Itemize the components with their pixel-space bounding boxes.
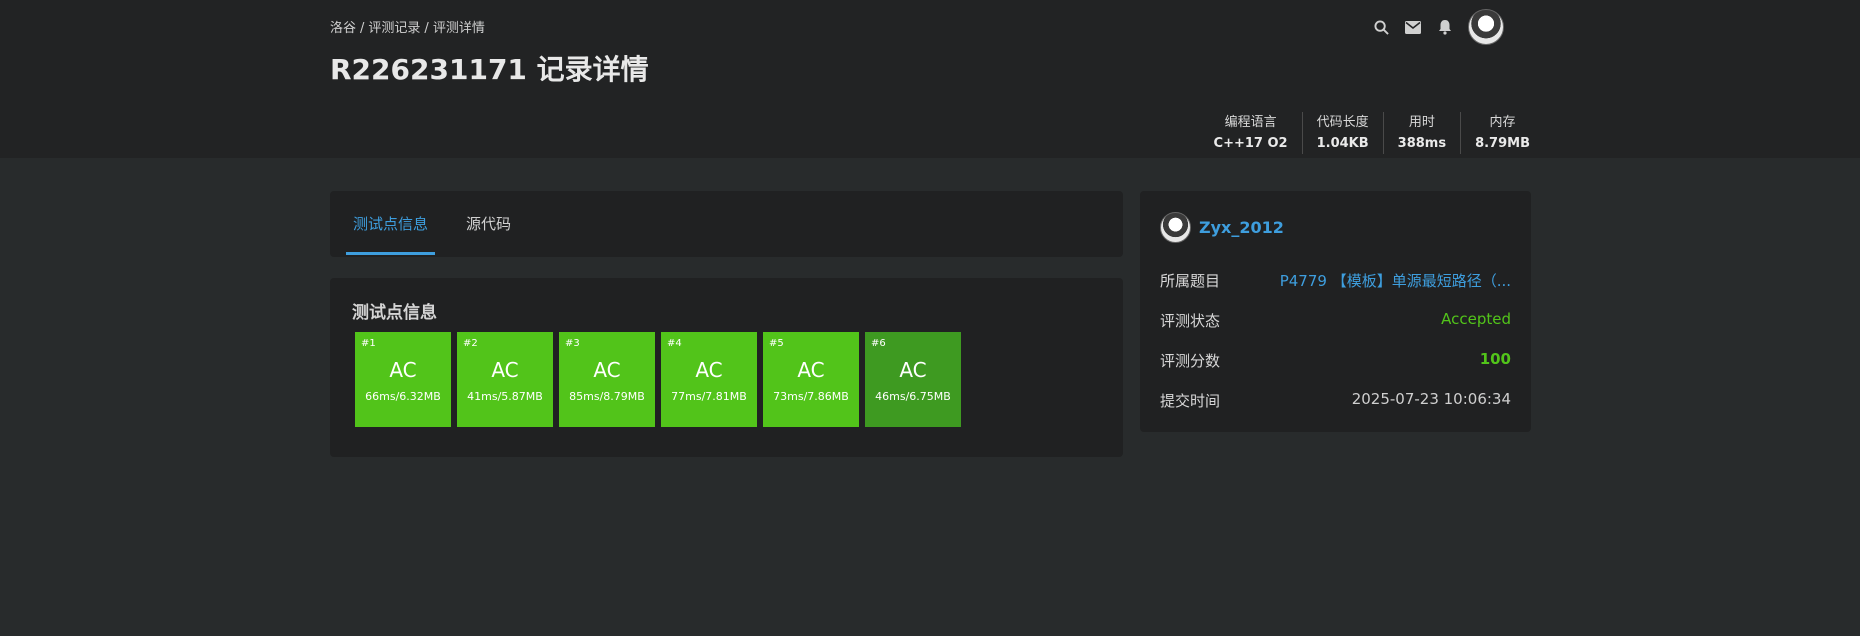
test-case-status: AC [593,358,621,382]
test-case-number: #4 [667,338,682,349]
test-case-status: AC [695,358,723,382]
submit-time-value: 2025-07-23 10:06:34 [1351,390,1511,408]
stat-language: 编程语言 C++17 O2 [1200,112,1303,154]
test-case-usage: 46ms/6.75MB [875,390,951,403]
stat-value: 1.04KB [1316,136,1369,151]
breadcrumb-separator: / [424,21,429,36]
test-case-status: AC [389,358,417,382]
page-title: R226231171 记录详情 [330,53,649,86]
bell-icon[interactable] [1436,18,1454,36]
record-stats: 编程语言 C++17 O2 代码长度 1.04KB 用时 388ms 内存 8.… [1200,112,1530,154]
stat-label: 用时 [1408,115,1435,130]
test-case-status: AC [491,358,519,382]
info-label: 评测分数 [1160,352,1221,370]
info-row-score: 评测分数 100 [1160,350,1511,371]
test-case-tile[interactable]: #1 AC 66ms/6.32MB [355,332,451,427]
breadcrumb-separator: / [360,21,365,36]
stat-memory: 内存 8.79MB [1461,112,1530,154]
test-case-number: #6 [871,338,886,349]
search-icon[interactable] [1372,18,1390,36]
submitter-username[interactable]: Zyx_2012 [1199,218,1284,237]
page-header: 洛谷/评测记录/评测详情 R226231171 记录详情 编程语言 C++17 … [0,0,1860,158]
tab-test-info[interactable]: 测试点信息 [346,213,436,255]
record-info-card: Zyx_2012 所属题目 P4779 【模板】单源最短路径（... 评测状态 … [1140,191,1531,432]
test-case-usage: 41ms/5.87MB [467,390,543,403]
score-value: 100 [1479,350,1511,368]
test-case-tile[interactable]: #4 AC 77ms/7.81MB [661,332,757,427]
test-case-usage: 73ms/7.86MB [773,390,849,403]
info-row-submit-time: 提交时间 2025-07-23 10:06:34 [1160,390,1511,411]
section-title: 测试点信息 [352,303,437,323]
info-label: 评测状态 [1160,312,1221,330]
submitter: Zyx_2012 [1160,212,1284,243]
mail-icon[interactable] [1404,18,1422,36]
stat-value: 8.79MB [1475,136,1530,151]
info-row-status: 评测状态 Accepted [1160,310,1511,331]
breadcrumb-current: 评测详情 [432,21,485,36]
stat-time: 用时 388ms [1384,112,1462,154]
header-toolbar [1372,9,1504,45]
stat-code-length: 代码长度 1.04KB [1303,112,1384,154]
test-tiles: #1 AC 66ms/6.32MB #2 AC 41ms/5.87MB #3 A… [355,332,961,427]
status-value: Accepted [1441,310,1511,328]
breadcrumb-home[interactable]: 洛谷 [330,21,357,36]
stat-label: 代码长度 [1316,115,1369,130]
stat-value: C++17 O2 [1213,136,1288,151]
test-case-usage: 77ms/7.81MB [671,390,747,403]
test-case-usage: 66ms/6.32MB [365,390,441,403]
submitter-avatar[interactable] [1160,212,1191,243]
tabs-card: 测试点信息 源代码 [330,191,1123,257]
stat-label: 编程语言 [1224,115,1277,130]
test-case-tile[interactable]: #5 AC 73ms/7.86MB [763,332,859,427]
problem-link[interactable]: P4779 【模板】单源最短路径（... [1279,272,1511,290]
test-case-number: #3 [565,338,580,349]
test-case-tile[interactable]: #2 AC 41ms/5.87MB [457,332,553,427]
test-case-number: #5 [769,338,784,349]
test-case-usage: 85ms/8.79MB [569,390,645,403]
test-case-tile[interactable]: #3 AC 85ms/8.79MB [559,332,655,427]
user-avatar[interactable] [1468,9,1504,45]
test-results-card: 测试点信息 #1 AC 66ms/6.32MB #2 AC 41ms/5.87M… [330,278,1123,457]
test-case-number: #1 [361,338,376,349]
test-case-tile[interactable]: #6 AC 46ms/6.75MB [865,332,961,427]
tab-source-code[interactable]: 源代码 [466,215,512,233]
test-case-status: AC [899,358,927,382]
info-label: 提交时间 [1160,392,1221,410]
breadcrumb: 洛谷/评测记录/评测详情 [330,17,485,36]
info-label: 所属题目 [1160,272,1221,290]
test-case-status: AC [797,358,825,382]
info-row-problem: 所属题目 P4779 【模板】单源最短路径（... [1160,270,1511,291]
stat-value: 388ms [1397,136,1447,151]
test-case-number: #2 [463,338,478,349]
stat-label: 内存 [1489,115,1516,130]
breadcrumb-records[interactable]: 评测记录 [368,21,421,36]
